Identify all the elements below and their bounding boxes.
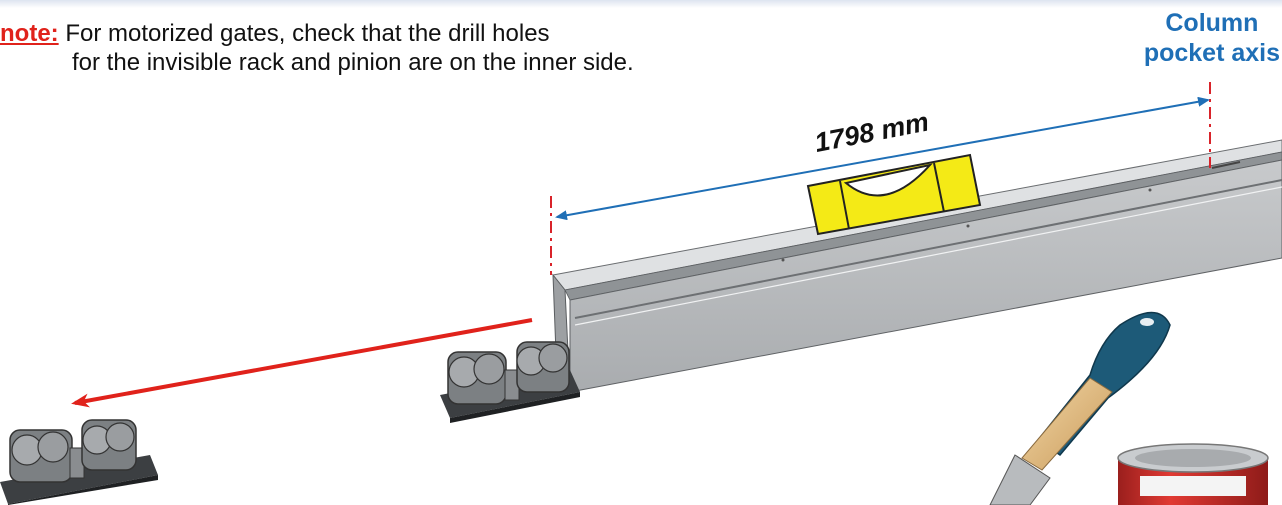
installation-note: note: For motorized gates, check that th… [0, 19, 634, 77]
paint-brush-icon [989, 311, 1171, 505]
paint-can-icon [1117, 443, 1269, 505]
roller-carriage-mounted [440, 341, 580, 423]
axis-label-line-2: pocket axis [1143, 39, 1280, 67]
top-band [0, 0, 1282, 8]
note-label: note: [0, 20, 59, 47]
roller-carriage-loose [0, 419, 158, 505]
note-line-1: For motorized gates, check that the dril… [65, 20, 550, 47]
move-direction-arrow [71, 318, 533, 408]
note-line-2: for the invisible rack and pinion are on… [72, 49, 634, 76]
axis-label-line-1: Column [1165, 9, 1259, 37]
column-pocket-axis-label: Column pocket axis [1144, 8, 1280, 68]
dimension-arrow [555, 96, 1210, 221]
